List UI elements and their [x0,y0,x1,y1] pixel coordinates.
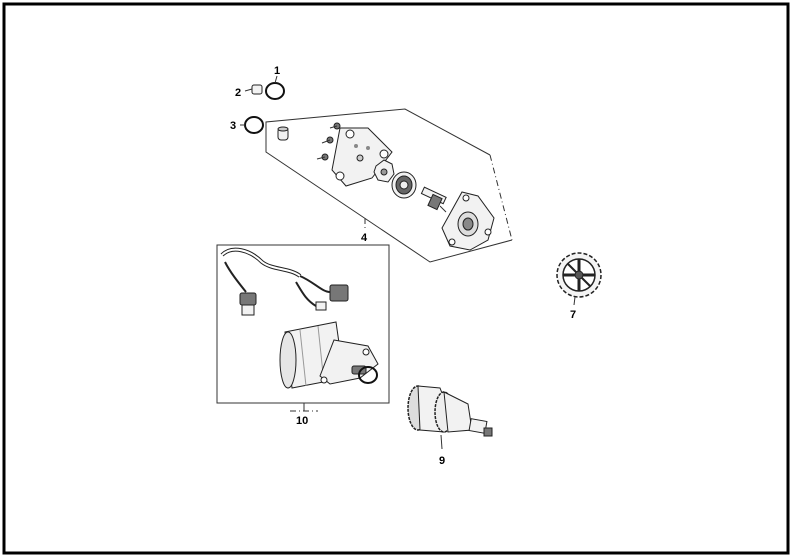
part-1-o-ring [265,75,285,100]
part-10-starter-motor [279,321,379,389]
callout-10: 10 [296,415,308,427]
part-4-gear-plate [441,191,495,251]
callout-3: 3 [230,120,236,132]
part-4-shaft [420,186,447,213]
part-4-bushing [277,126,289,141]
callout-9: 9 [439,455,445,467]
callout-2: 2 [235,87,241,99]
part-10-box [216,244,390,412]
callout-1: 1 [274,65,280,77]
part-4-box [265,108,513,263]
part-4-screws [316,122,341,161]
callout-7: 7 [570,309,576,321]
part-9-starter-clutch [407,385,493,450]
part-2-bushing [244,84,263,95]
callout-4: 4 [361,232,368,244]
part-4-small-gear [373,159,395,183]
part-4-bearing [391,171,417,199]
part-7-sprocket [556,252,602,306]
part-3-o-ring [240,116,264,134]
part-10-wiring-harness [220,247,349,316]
